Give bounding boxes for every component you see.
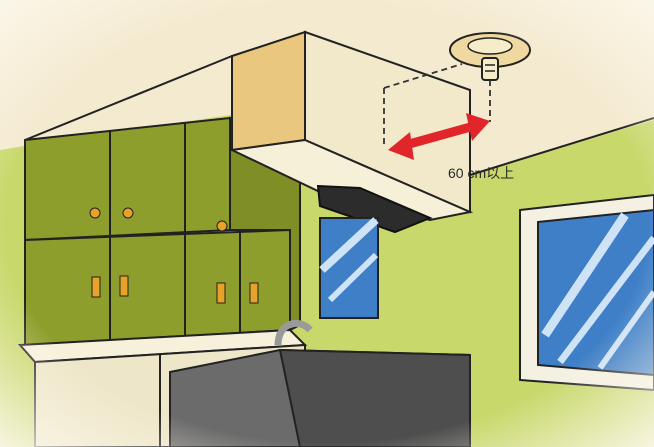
distance-label: 60 cm以上	[448, 163, 514, 183]
